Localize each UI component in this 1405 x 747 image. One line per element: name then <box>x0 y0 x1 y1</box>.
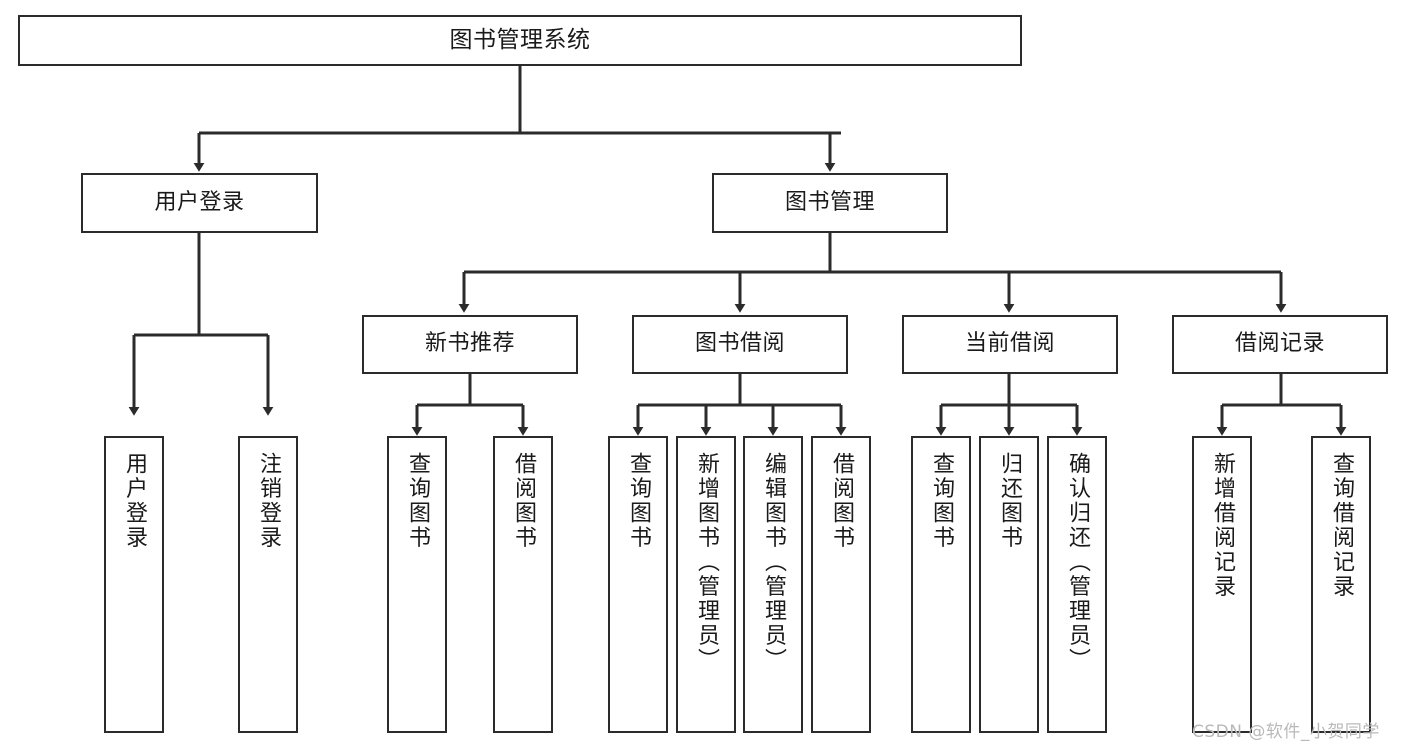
node-root-system[interactable]: 图书管理系统 <box>18 15 1022 66</box>
leaf-add-borrow-record[interactable]: 新增借阅记录 <box>1192 436 1252 733</box>
node-user-login[interactable]: 用户登录 <box>81 173 318 233</box>
node-new-book-recommend-label: 新书推荐 <box>424 331 515 357</box>
leaf-user-login-label: 用户登录 <box>122 452 147 550</box>
leaf-recommend-borrow-book[interactable]: 借阅图书 <box>493 436 553 733</box>
node-current-borrow-label: 当前借阅 <box>964 331 1055 357</box>
node-current-borrow[interactable]: 当前借阅 <box>902 315 1118 374</box>
leaf-recommend-borrow-book-label: 借阅图书 <box>511 452 536 550</box>
leaf-current-confirm-return[interactable]: 确认归还（管理员） <box>1047 436 1107 733</box>
node-book-manage[interactable]: 图书管理 <box>712 173 948 233</box>
node-book-manage-label: 图书管理 <box>784 189 875 215</box>
node-root-system-label: 图书管理系统 <box>449 26 591 53</box>
leaf-recommend-query-book-label: 查询图书 <box>405 452 430 550</box>
node-book-borrow[interactable]: 图书借阅 <box>632 315 848 374</box>
leaf-user-logout[interactable]: 注销登录 <box>238 436 298 733</box>
leaf-current-query-book[interactable]: 查询图书 <box>911 436 971 733</box>
leaf-borrow-edit-book-label: 编辑图书（管理员） <box>761 452 786 673</box>
node-borrow-record[interactable]: 借阅记录 <box>1172 315 1388 374</box>
leaf-borrow-add-book[interactable]: 新增图书（管理员） <box>676 436 736 733</box>
leaf-borrow-edit-book[interactable]: 编辑图书（管理员） <box>743 436 803 733</box>
leaf-borrow-borrow-book[interactable]: 借阅图书 <box>811 436 871 733</box>
leaf-add-borrow-record-label: 新增借阅记录 <box>1210 452 1235 599</box>
node-user-login-label: 用户登录 <box>154 189 245 215</box>
leaf-user-logout-label: 注销登录 <box>256 452 281 550</box>
leaf-current-confirm-return-label: 确认归还（管理员） <box>1065 452 1090 673</box>
leaf-query-borrow-record[interactable]: 查询借阅记录 <box>1311 436 1371 733</box>
leaf-user-login[interactable]: 用户登录 <box>104 436 164 733</box>
leaf-borrow-query-book[interactable]: 查询图书 <box>608 436 668 733</box>
leaf-current-query-book-label: 查询图书 <box>929 452 954 550</box>
node-new-book-recommend[interactable]: 新书推荐 <box>362 315 578 374</box>
leaf-borrow-query-book-label: 查询图书 <box>626 452 651 550</box>
node-borrow-record-label: 借阅记录 <box>1234 331 1325 357</box>
leaf-recommend-query-book[interactable]: 查询图书 <box>387 436 447 733</box>
leaf-current-return-book-label: 归还图书 <box>997 452 1022 550</box>
leaf-query-borrow-record-label: 查询借阅记录 <box>1329 452 1354 599</box>
leaf-borrow-borrow-book-label: 借阅图书 <box>829 452 854 550</box>
leaf-borrow-add-book-label: 新增图书（管理员） <box>694 452 719 673</box>
leaf-current-return-book[interactable]: 归还图书 <box>979 436 1039 733</box>
node-book-borrow-label: 图书借阅 <box>694 331 785 357</box>
